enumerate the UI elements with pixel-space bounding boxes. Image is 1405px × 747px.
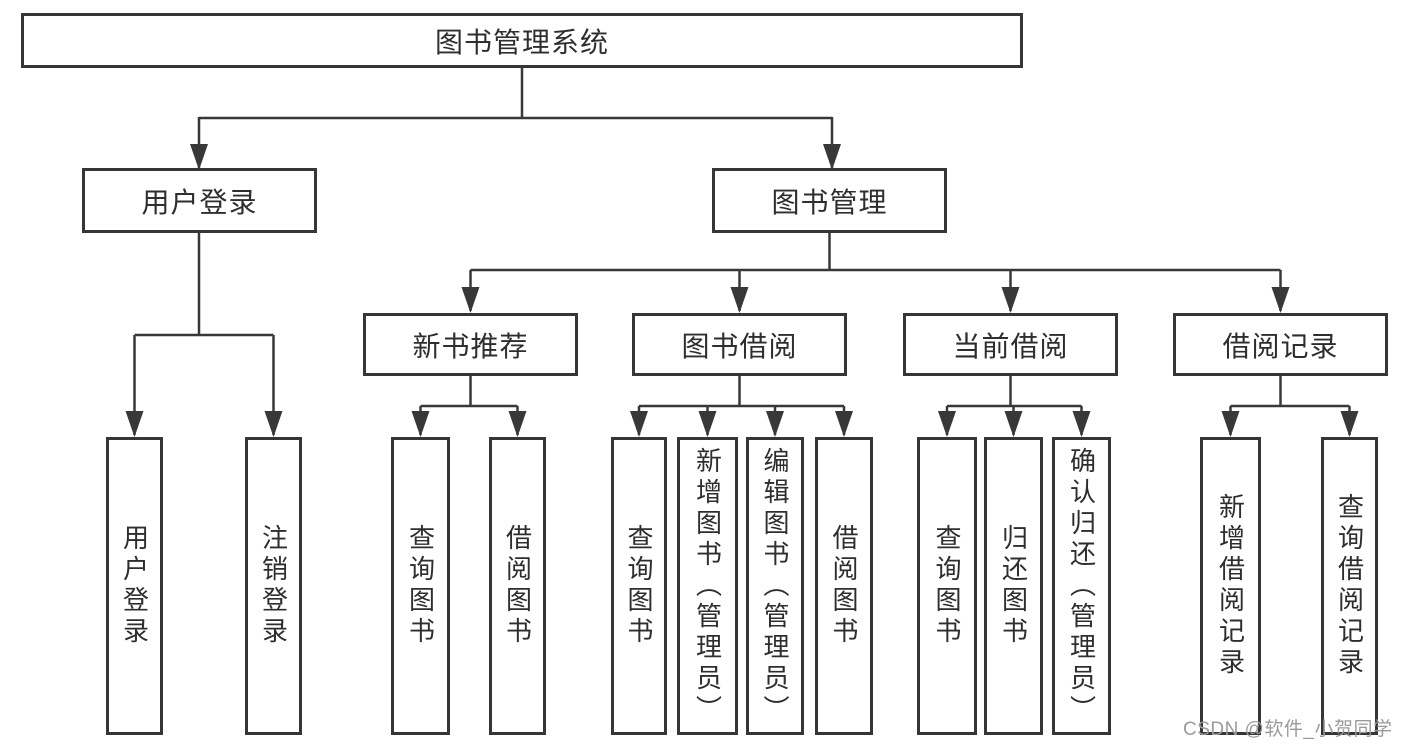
leaf-add-borrow-record-label: 新增借阅记录: [1215, 493, 1246, 679]
arrow-head: [698, 411, 717, 437]
node-current-borrow-label: 当前借阅: [952, 330, 1069, 362]
leaf-add-books-admin: 新增图书（管理员）: [677, 437, 738, 735]
arrow-head: [938, 411, 956, 437]
arrow-head: [461, 287, 480, 313]
node-new-book-recommend-label: 新书推荐: [412, 330, 529, 362]
leaf-confirm-return-admin-label: 确认归还（管理员）: [1066, 446, 1097, 726]
node-book-management-label: 图书管理: [771, 186, 888, 218]
leaf-borrow-query-books-label: 查询图书: [624, 524, 654, 648]
arrow-head: [411, 411, 430, 437]
arrow-head: [630, 411, 648, 437]
arrow-head: [1004, 411, 1023, 437]
leaf-recommend-borrow-books-label: 借阅图书: [502, 524, 533, 648]
node-book-management: 图书管理: [712, 168, 947, 233]
leaf-add-borrow-record: 新增借阅记录: [1200, 437, 1261, 735]
leaf-current-query-books-label: 查询图书: [932, 524, 962, 648]
node-current-borrow: 当前借阅: [903, 313, 1118, 376]
leaf-logout-label: 注销登录: [258, 524, 289, 648]
arrow-head: [125, 411, 144, 437]
leaf-return-books: 归还图书: [984, 437, 1043, 735]
arrow-head: [1072, 411, 1091, 437]
arrow-head: [264, 411, 283, 437]
leaf-recommend-query-books-label: 查询图书: [405, 524, 436, 648]
leaf-add-books-admin-label: 新增图书（管理员）: [692, 446, 723, 726]
node-root-label: 图书管理系统: [434, 26, 609, 58]
node-borrow-records-label: 借阅记录: [1222, 330, 1339, 362]
connector-lines: [133, 68, 1351, 435]
node-root: 图书管理系统: [21, 13, 1023, 68]
arrow-head: [766, 411, 784, 437]
node-user-login-label: 用户登录: [141, 186, 258, 218]
leaf-borrow-books-label: 借阅图书: [829, 524, 859, 648]
node-book-borrow-label: 图书借阅: [681, 330, 798, 362]
leaf-return-books-label: 归还图书: [998, 524, 1029, 648]
leaf-user-login-label: 用户登录: [119, 524, 150, 648]
leaf-recommend-borrow-books: 借阅图书: [489, 437, 546, 735]
arrowheads: [125, 144, 1359, 437]
leaf-current-query-books: 查询图书: [917, 437, 977, 735]
leaf-query-borrow-record-label: 查询借阅记录: [1334, 493, 1365, 679]
arrow-head: [835, 411, 853, 437]
node-user-login: 用户登录: [82, 168, 317, 233]
node-new-book-recommend: 新书推荐: [363, 313, 578, 376]
leaf-recommend-query-books: 查询图书: [391, 437, 450, 735]
watermark: CSDN @软件_小贺同学: [1183, 719, 1393, 740]
node-book-borrow: 图书借阅: [632, 313, 847, 376]
leaf-borrow-books: 借阅图书: [815, 437, 873, 735]
arrow-head: [1221, 411, 1240, 437]
arrow-head: [1001, 287, 1020, 313]
leaf-logout: 注销登录: [245, 437, 302, 735]
arrow-head: [508, 411, 527, 437]
arrow-head: [1340, 411, 1359, 437]
leaf-borrow-query-books: 查询图书: [611, 437, 667, 735]
leaf-edit-books-admin-label: 编辑图书（管理员）: [760, 446, 790, 726]
arrow-head: [1271, 287, 1290, 313]
arrow-head: [190, 144, 208, 170]
leaf-confirm-return-admin: 确认归还（管理员）: [1052, 437, 1111, 735]
arrow-head: [823, 144, 841, 170]
leaf-edit-books-admin: 编辑图书（管理员）: [746, 437, 804, 735]
leaf-user-login: 用户登录: [106, 437, 163, 735]
node-borrow-records: 借阅记录: [1173, 313, 1388, 376]
arrow-head: [730, 287, 749, 313]
leaf-query-borrow-record: 查询借阅记录: [1321, 437, 1378, 735]
